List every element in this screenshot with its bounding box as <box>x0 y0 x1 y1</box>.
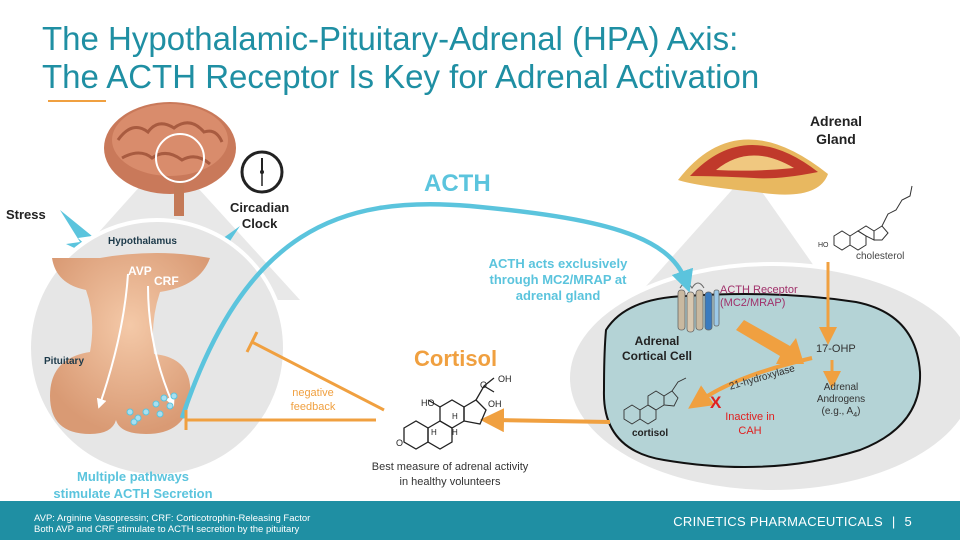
avp-label: AVP <box>128 264 152 278</box>
brain-illustration <box>104 102 236 216</box>
enzyme-block-mark: X <box>710 393 722 412</box>
cortisol-small-label: cortisol <box>632 428 669 439</box>
acth-granules <box>126 392 178 426</box>
crf-label: CRF <box>154 274 179 288</box>
acth-arrow <box>179 201 694 419</box>
footer-separator: | <box>891 514 896 529</box>
adrenal-line-1: Adrenal <box>809 113 863 129</box>
cholesterol-structure <box>833 185 913 251</box>
cortisol-atom-o-top: O <box>480 380 488 390</box>
footer-bar <box>0 501 960 540</box>
negative-feedback-label: negative feedback <box>278 386 348 414</box>
page-number: 5 <box>904 514 912 529</box>
acth-secretion-caption: Multiple pathways stimulate ACTH Secreti… <box>20 468 246 502</box>
adrenal-cortical-cell <box>602 293 922 469</box>
receptor-to-17ohp-arrow <box>736 320 804 364</box>
inactive-in-cah-label: Inactive in CAH <box>720 410 780 438</box>
cortisol-structure <box>403 377 495 450</box>
company-name: CRINETICS PHARMACEUTICALS <box>673 514 883 529</box>
adrenal-line-2: Gland <box>816 131 856 147</box>
slide-title: The Hypothalamic-Pituitary-Adrenal (HPA)… <box>42 20 922 96</box>
caption-line-1: Multiple pathways <box>77 469 189 484</box>
androgens-subscript: 4 <box>853 412 858 419</box>
stress-label: Stress <box>6 207 46 222</box>
androgens-line-2: Androgens <box>816 394 866 405</box>
footer-notes: AVP: Arginine Vasopressin; CRF: Corticot… <box>34 513 310 535</box>
pituitary-label: Pituitary <box>44 356 85 367</box>
circadian-line-1: Circadian <box>230 200 290 215</box>
caption-line-2: stimulate ACTH Secretion <box>53 486 213 501</box>
17ohp-to-cortisol-arrow <box>688 356 813 409</box>
androgens-line-3: (e.g., A <box>821 406 854 417</box>
cholesterol-atom-ho: HO <box>818 242 829 249</box>
adrenal-cortical-cell-label: Adrenal Cortical Cell <box>612 334 702 364</box>
acts-line-2: through MC2/MRAP at <box>489 272 627 287</box>
cortisol-atom-h2: H <box>431 428 437 437</box>
circadian-clock-label: Circadian Clock <box>230 200 289 232</box>
negative-feedback-line-upper <box>251 340 385 412</box>
cortisol-atom-h1: H <box>452 412 458 421</box>
negative-feedback-line-2: feedback <box>290 401 336 413</box>
negative-feedback-line-1: negative <box>292 387 334 399</box>
cortisol-atom-o-left: O <box>396 438 404 448</box>
footer-note-2: Both AVP and CRF stimulate to ACTH secre… <box>34 524 300 535</box>
acth-label: ACTH <box>424 170 491 197</box>
androgens-close: ) <box>857 406 861 417</box>
title-line-2: The ACTH Receptor Is Key for Adrenal Act… <box>42 58 760 95</box>
footer-company: CRINETICS PHARMACEUTICALS | 5 <box>673 514 912 529</box>
cortisol-atom-oh-right: OH <box>488 399 502 409</box>
feedback-tbar-upper <box>245 331 259 353</box>
best-measure-line-2: in healthy volunteers <box>399 476 501 488</box>
hypothalamus-label: Hypothalamus <box>108 236 177 247</box>
clock-icon <box>240 150 284 194</box>
17ohp-label: 17-OHP <box>816 343 856 355</box>
best-measure-caption: Best measure of adrenal activity in heal… <box>340 460 560 490</box>
title-line-1: The Hypothalamic-Pituitary-Adrenal (HPA)… <box>42 20 739 57</box>
acth-acts-label: ACTH acts exclusively through MC2/MRAP a… <box>470 256 646 304</box>
acts-line-3: adrenal gland <box>515 288 601 303</box>
adrenal-androgens-label: Adrenal Androgens (e.g., A4) <box>806 382 876 422</box>
stress-lightning-icon <box>60 210 104 262</box>
cholesterol-label: cholesterol <box>856 251 905 262</box>
footer-note-1: AVP: Arginine Vasopressin; CRF: Corticot… <box>34 513 311 524</box>
cell-line-1: Adrenal <box>634 334 680 348</box>
acth-receptor-label: ACTH Receptor (MC2/MRAP) <box>720 284 798 310</box>
acth-receptor-icon <box>677 282 720 333</box>
adrenal-gland-illustration <box>678 139 828 195</box>
receptor-line-1: ACTH Receptor <box>720 284 798 296</box>
cortisol-small-structure <box>623 377 687 425</box>
inactive-line-2: CAH <box>738 425 762 437</box>
cortisol-output-arrow <box>480 408 611 433</box>
cortisol-label: Cortisol <box>414 346 498 371</box>
cortisol-atom-ho: HO <box>421 398 435 408</box>
cortisol-atom-h3: H <box>452 428 458 437</box>
best-measure-line-1: Best measure of adrenal activity <box>371 461 529 473</box>
title-underline <box>48 100 106 102</box>
pituitary-gland <box>50 253 210 434</box>
inactive-line-1: Inactive in <box>725 411 775 423</box>
receptor-line-2: (MC2/MRAP) <box>720 297 786 309</box>
cell-line-2: Cortical Cell <box>621 349 693 363</box>
adrenal-gland-label: Adrenal Gland <box>798 112 874 148</box>
acts-line-1: ACTH acts exclusively <box>488 256 628 271</box>
androgens-line-1: Adrenal <box>823 382 859 393</box>
cortisol-atom-oh-top: OH <box>498 374 512 384</box>
circadian-line-2: Clock <box>241 216 278 231</box>
